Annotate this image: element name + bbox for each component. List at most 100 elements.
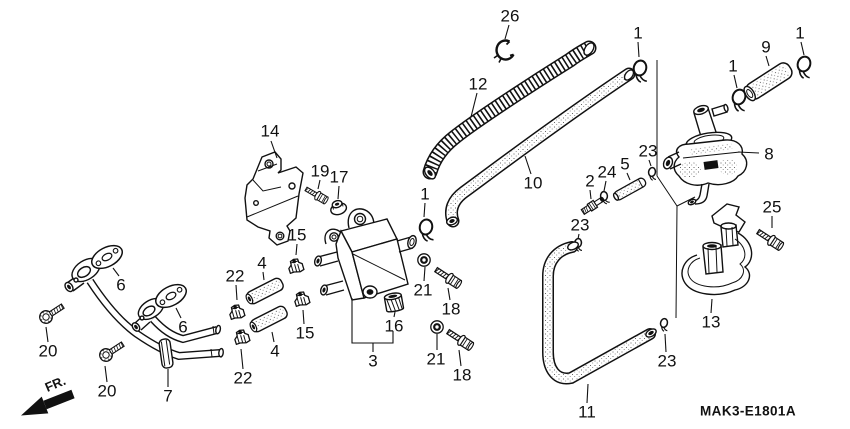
callout-leader-line (393, 311, 396, 318)
part-number-label[interactable]: 6 (116, 276, 125, 295)
part-number-label[interactable]: 23 (571, 216, 590, 235)
part-number-label[interactable]: 20 (39, 342, 58, 361)
joint-fitting-2 (580, 196, 605, 216)
part-callout-14[interactable]: 14 (261, 122, 280, 159)
part-number-label[interactable]: 4 (257, 254, 266, 273)
part-callout-22[interactable]: 22 (226, 267, 245, 301)
part-callout-12[interactable]: 12 (469, 75, 488, 118)
callout-leader-line (45, 326, 49, 343)
part-number-label[interactable]: 21 (427, 350, 446, 369)
part-number-label[interactable]: 9 (761, 38, 770, 57)
part-callout-15[interactable]: 15 (296, 309, 315, 343)
part-callout-3[interactable]: 3 (351, 298, 394, 371)
tube-4-b (247, 303, 290, 335)
part-callout-20[interactable]: 20 (39, 326, 58, 361)
part-callout-6[interactable]: 6 (112, 267, 126, 295)
part-callout-17[interactable]: 17 (330, 168, 349, 200)
callout-leader-line (447, 287, 451, 301)
part-number-label[interactable]: 14 (261, 122, 280, 141)
part-number-label[interactable]: 15 (288, 226, 307, 245)
clamp-22-b (232, 328, 251, 346)
part-callout-10[interactable]: 10 (524, 155, 543, 193)
callout-leader-line (351, 298, 394, 344)
part-number-label[interactable]: 3 (368, 352, 377, 371)
part-callout-6[interactable]: 6 (175, 307, 188, 337)
part-number-label[interactable]: 4 (270, 342, 279, 361)
tube-9 (743, 62, 793, 102)
pipe-assembly-7 (64, 257, 224, 369)
hose-11 (542, 241, 657, 385)
part-number-label[interactable]: 18 (442, 300, 461, 319)
callout-leader-line (262, 271, 265, 281)
callout-leader-line (733, 74, 738, 89)
part-callout-4[interactable]: 4 (257, 254, 267, 281)
part-number-label[interactable]: 1 (728, 57, 737, 76)
part-callout-23[interactable]: 23 (639, 142, 658, 167)
part-number-label[interactable]: 15 (296, 324, 315, 343)
part-number-label[interactable]: 10 (524, 174, 543, 193)
part-number-label[interactable]: 6 (178, 318, 187, 337)
washer-21-a (417, 253, 431, 267)
part-number-label[interactable]: 17 (330, 168, 349, 187)
callout-leader-line (626, 172, 631, 181)
part-number-label[interactable]: 1 (420, 185, 429, 204)
part-number-label[interactable]: 23 (639, 142, 658, 161)
part-callout-8[interactable]: 8 (737, 145, 774, 164)
part-number-label[interactable]: 24 (598, 163, 617, 182)
part-number-label[interactable]: 2 (585, 172, 594, 191)
part-number-label[interactable]: 23 (658, 352, 677, 371)
callout-leader-line (577, 233, 580, 240)
callout-leader-line (470, 92, 478, 118)
part-callout-18[interactable]: 18 (442, 287, 461, 319)
part-callout-22[interactable]: 22 (234, 348, 253, 388)
part-callout-21[interactable]: 21 (414, 266, 433, 300)
part-number-label[interactable]: 13 (702, 313, 721, 332)
part-callout-9[interactable]: 9 (761, 38, 771, 67)
part-callout-25[interactable]: 25 (763, 198, 782, 229)
part-callout-1[interactable]: 1 (420, 185, 430, 218)
part-callout-1[interactable]: 1 (728, 57, 738, 89)
part-number-label[interactable]: 22 (234, 369, 253, 388)
part-callout-23[interactable]: 23 (571, 216, 590, 240)
part-number-label[interactable]: 19 (311, 162, 330, 181)
part-callout-15[interactable]: 15 (288, 226, 307, 256)
part-callout-1[interactable]: 1 (795, 24, 805, 56)
part-number-label[interactable]: 25 (763, 198, 782, 217)
part-callout-1[interactable]: 1 (633, 24, 643, 58)
part-number-label[interactable]: 16 (385, 317, 404, 336)
part-callout-5[interactable]: 5 (620, 155, 631, 181)
part-number-label[interactable]: 21 (414, 281, 433, 300)
part-number-label[interactable]: 26 (501, 7, 520, 26)
part-number-label[interactable]: 20 (98, 382, 117, 401)
part-number-label[interactable]: 5 (620, 155, 629, 174)
clip-23-a (646, 166, 659, 182)
part-number-label[interactable]: 12 (469, 75, 488, 94)
clip-1-d (416, 217, 439, 244)
part-callout-23[interactable]: 23 (658, 333, 677, 371)
callout-leader-line (586, 383, 589, 404)
part-number-label[interactable]: 7 (163, 387, 172, 406)
callout-leader-line (737, 151, 760, 154)
part-callout-20[interactable]: 20 (98, 365, 117, 401)
retainer-clip-26 (493, 39, 515, 63)
part-callout-13[interactable]: 13 (702, 298, 721, 332)
part-callout-2[interactable]: 2 (585, 172, 595, 200)
part-callout-16[interactable]: 16 (385, 311, 404, 336)
part-callout-24[interactable]: 24 (598, 163, 617, 192)
part-number-label[interactable]: 1 (633, 24, 642, 43)
washer-21-b (430, 320, 444, 334)
part-callout-7[interactable]: 7 (163, 369, 173, 406)
part-number-label[interactable]: 8 (764, 145, 773, 164)
part-callout-21[interactable]: 21 (427, 334, 446, 369)
callout-leader-line (240, 348, 244, 370)
part-number-label[interactable]: 22 (226, 267, 245, 286)
part-number-label[interactable]: 18 (453, 366, 472, 385)
part-callout-4[interactable]: 4 (270, 331, 280, 361)
part-callout-11[interactable]: 11 (578, 383, 596, 422)
part-callout-18[interactable]: 18 (453, 349, 472, 385)
part-number-label[interactable]: 1 (795, 24, 804, 43)
part-callout-19[interactable]: 19 (311, 162, 330, 190)
grommet-17 (330, 199, 348, 216)
part-callout-26[interactable]: 26 (501, 7, 520, 40)
part-number-label[interactable]: 11 (578, 403, 596, 422)
